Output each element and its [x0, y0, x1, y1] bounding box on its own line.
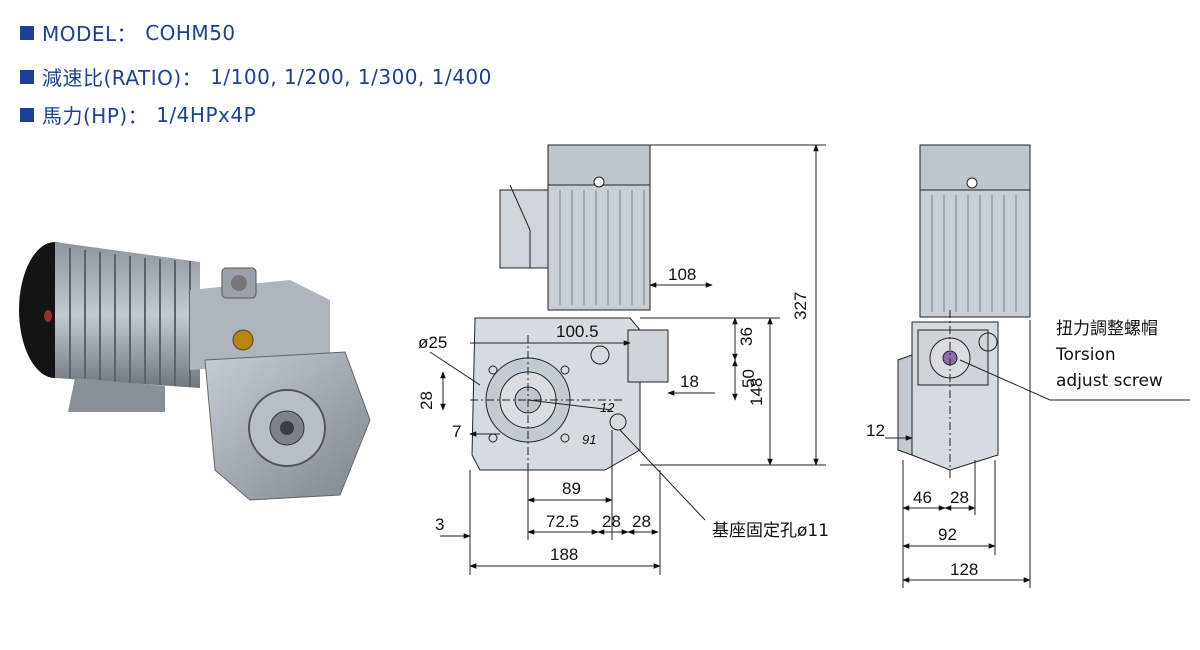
dim-148: 148 — [747, 378, 766, 406]
bolt-hole-icon — [560, 365, 570, 375]
base-hole-leader — [619, 429, 706, 521]
motor-screw-icon — [593, 176, 605, 188]
dim-91: 91 — [582, 432, 596, 447]
spec-ratio-line: 減速比(RATIO)： 1/100, 1/200, 1/300, 1/400 — [20, 62, 492, 91]
spec-hp-label: 馬力(HP)： — [42, 104, 149, 128]
dim-28-left: 28 — [417, 391, 436, 410]
torsion-label-en-2: adjust screw — [1056, 371, 1163, 391]
front-plug — [978, 332, 998, 352]
spec-hp-value: 1/4HPx4P — [156, 102, 257, 127]
spec-ratio-label: 減速比(RATIO)： — [42, 66, 203, 90]
dim-128: 128 — [950, 560, 978, 579]
dim-28-front: 28 — [950, 488, 969, 507]
spec-hp-line: 馬力(HP)： 1/4HPx4P — [20, 100, 256, 129]
gear-motor-photo — [19, 242, 371, 501]
dim-36: 36 — [737, 327, 756, 346]
torsion-leader — [959, 359, 1190, 401]
bullet-square-icon — [20, 69, 34, 84]
terminal-box-edge — [509, 184, 531, 268]
bullet-square-icon — [20, 25, 34, 40]
dim-89: 89 — [562, 479, 581, 498]
dim-7: 7 — [452, 422, 461, 441]
oil-plug — [232, 329, 254, 351]
dim-28-b: 28 — [632, 512, 651, 531]
bolt-hole-icon — [488, 365, 498, 375]
torsion-label-en-1: Torsion — [1055, 345, 1116, 365]
dim-50: 50 — [739, 369, 758, 388]
motor-foot — [68, 378, 165, 412]
front-view-drawing — [885, 144, 1190, 588]
spec-model-value: COHM50 — [145, 20, 236, 45]
base-hole-icon — [609, 413, 627, 431]
dim-46: 46 — [913, 488, 932, 507]
phi25-leader — [429, 351, 481, 386]
dim-188: 188 — [550, 545, 578, 564]
terminal-box — [499, 189, 549, 269]
motor-fin-lines-drawing — [559, 190, 645, 305]
adjust-bolt — [231, 275, 247, 291]
base-hole-note: 基座固定孔ø11 — [712, 521, 829, 541]
dim-92: 92 — [938, 525, 957, 544]
dim-12-small: 12 — [600, 400, 615, 415]
dim-327: 327 — [791, 292, 810, 320]
front-fin-lines — [931, 195, 1017, 312]
torsion-label-zh: 扭力調整螺帽 — [1056, 319, 1158, 339]
dim-12-front: 12 — [866, 421, 885, 440]
dim-72-5: 72.5 — [546, 512, 579, 531]
front-motor-screw-icon — [966, 177, 978, 189]
gearbox-side-boss — [627, 329, 669, 383]
dim-100-5: 100.5 — [556, 322, 599, 341]
dim-3: 3 — [435, 515, 444, 534]
dim-108: 108 — [668, 265, 696, 284]
side-view-drawing — [429, 144, 826, 575]
bullet-square-icon — [20, 107, 34, 122]
motor-fins-body — [55, 242, 200, 388]
shaft-bore — [280, 421, 294, 435]
end-cap-screw — [44, 310, 52, 322]
gearbox-top — [190, 280, 330, 370]
dim-18: 18 — [680, 372, 699, 391]
spec-model-label: MODEL： — [42, 22, 138, 46]
bolt-hole-icon — [560, 433, 570, 443]
front-flange-side — [897, 354, 913, 456]
dim-28-a: 28 — [602, 512, 621, 531]
angle-line — [527, 399, 613, 411]
spec-ratio-value: 1/100, 1/200, 1/300, 1/400 — [210, 64, 492, 89]
dim-phi25: ø25 — [418, 333, 447, 352]
spec-model-line: MODEL： COHM50 — [20, 18, 236, 47]
inspection-plug — [590, 345, 610, 365]
